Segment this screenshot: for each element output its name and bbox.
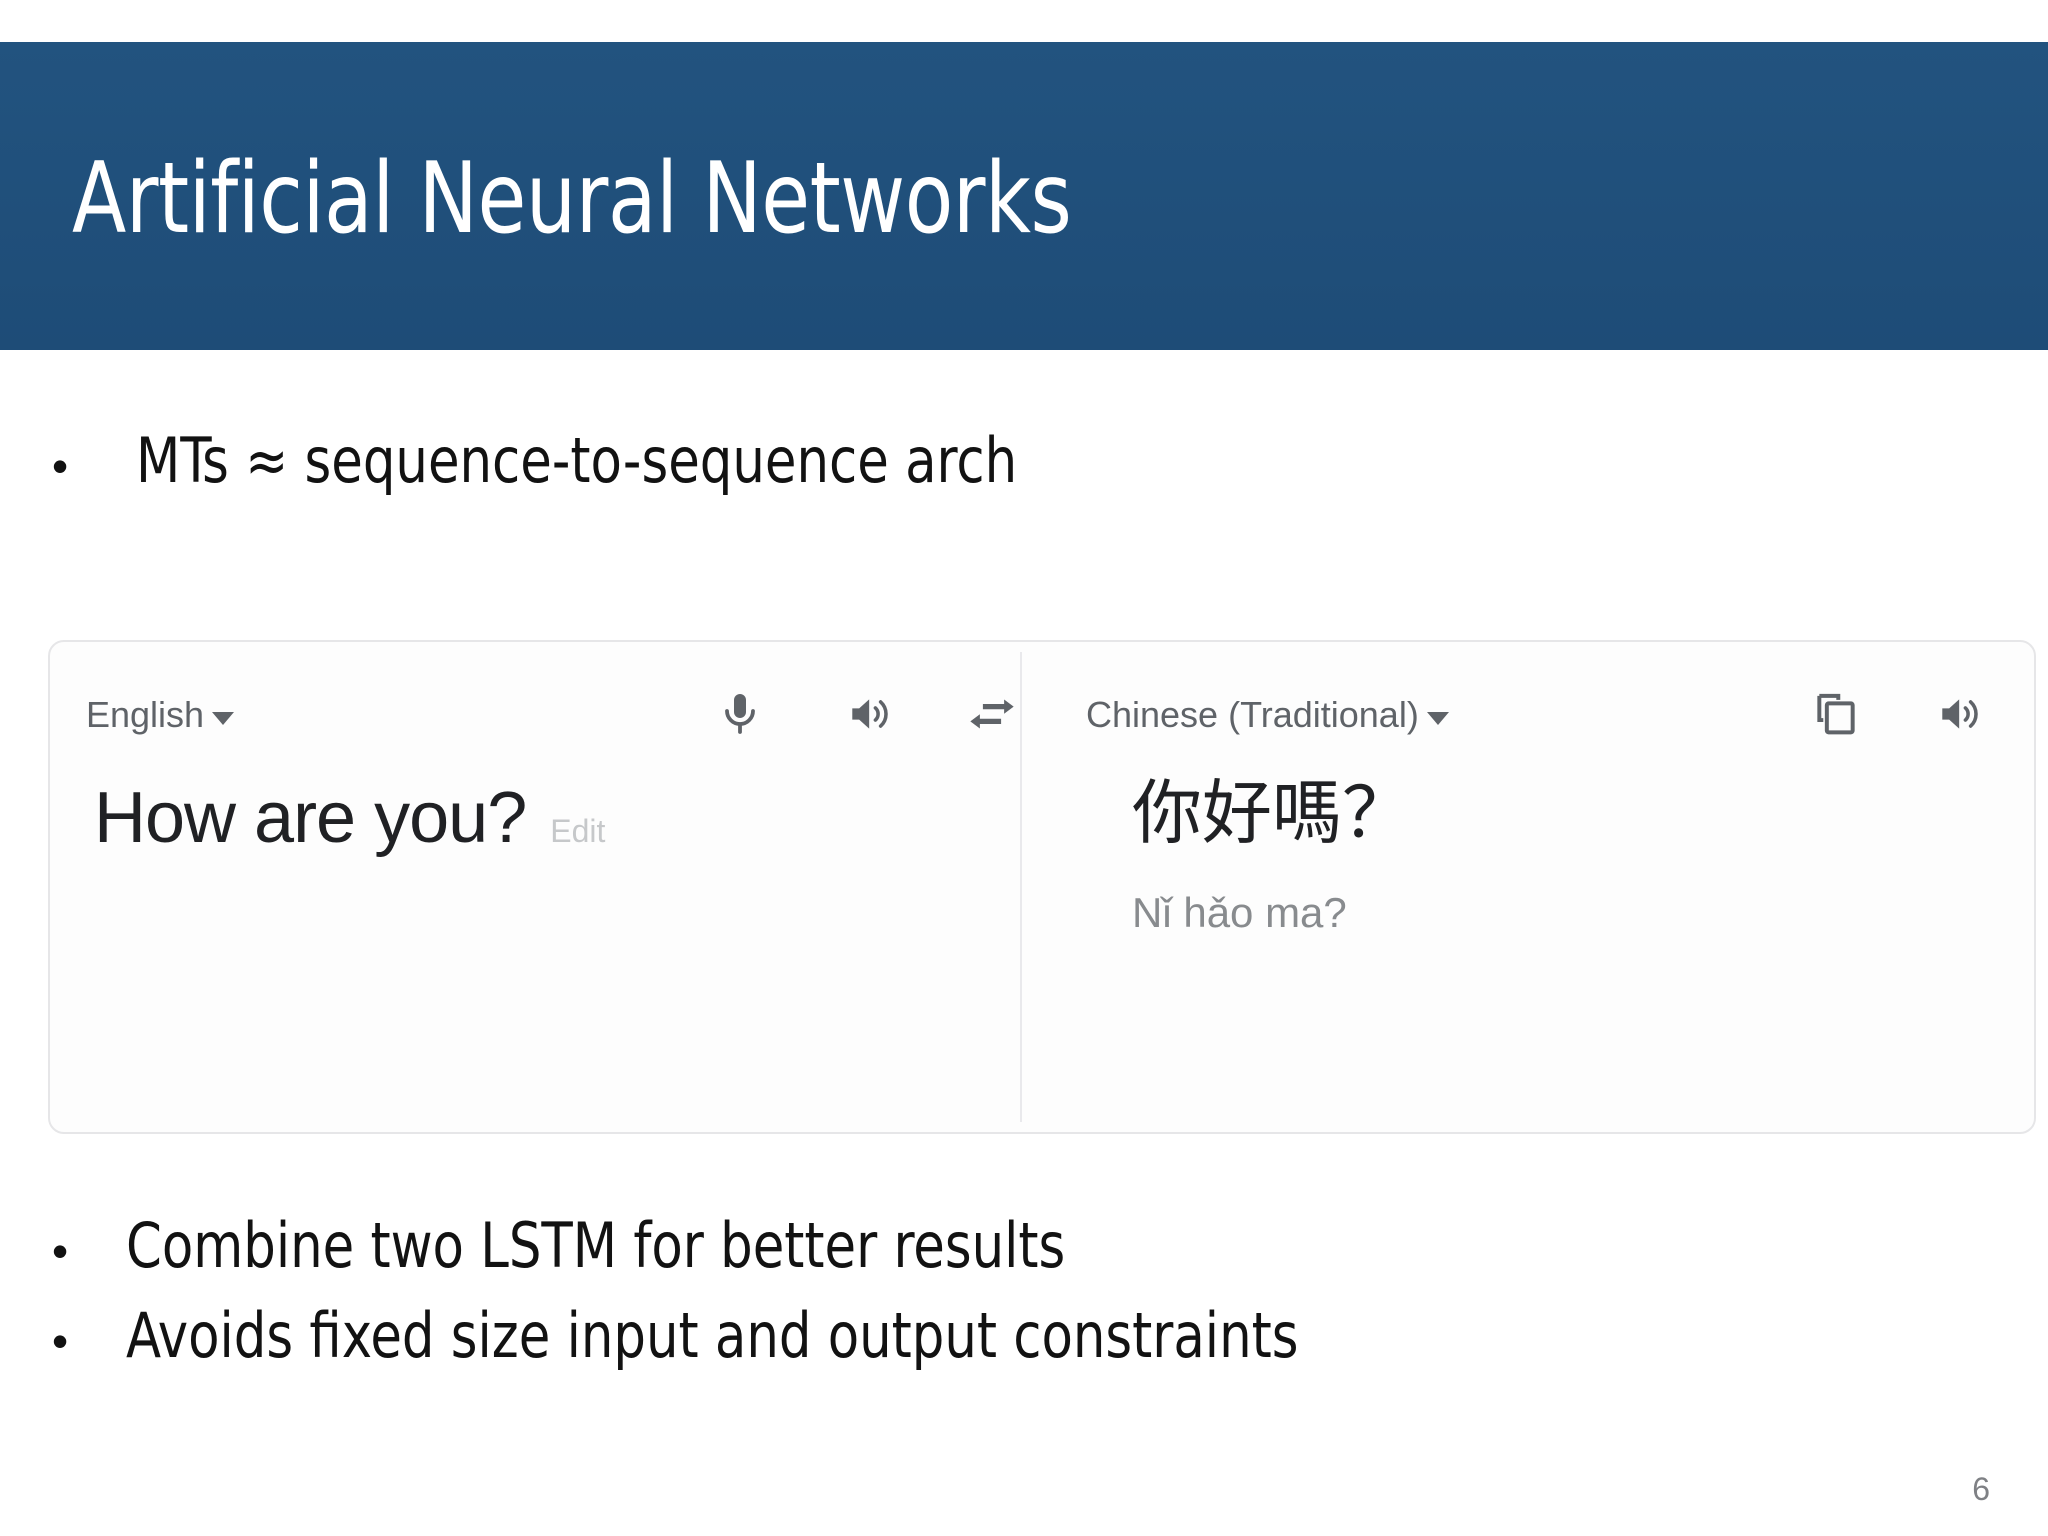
speaker-icon[interactable]	[840, 684, 900, 744]
translate-source-pane: English	[50, 642, 1022, 1132]
bullet-marker-icon: •	[52, 440, 69, 492]
chevron-down-icon	[212, 711, 235, 725]
slide-number: 6	[1972, 1471, 1990, 1507]
chevron-down-icon	[1426, 711, 1449, 725]
bullet-item-avoids-fixed-size: • Avoids fixed size input and output con…	[52, 1305, 1400, 1367]
source-language-label: English	[86, 694, 205, 735]
translate-target-toolbar: Chinese (Traditional)	[1024, 678, 2038, 748]
swap-languages-icon[interactable]	[962, 684, 1022, 744]
translate-target-pane: Chinese (Traditional)	[1024, 642, 2038, 1132]
translate-pane-divider	[1020, 652, 1022, 1122]
slide-title-banner: Artificial Neural Networks	[0, 42, 2048, 350]
edit-link[interactable]: Edit	[550, 813, 606, 849]
bullet-text: MTs ≈ sequence-to-sequence arch	[136, 424, 1018, 497]
source-language-selector[interactable]: English	[86, 694, 235, 736]
target-language-label: Chinese (Traditional)	[1086, 694, 1419, 735]
bullet-item-mts: • MTs ≈ sequence-to-sequence arch	[52, 430, 1094, 492]
target-pronunciation: Nǐ hǎo ma?	[1132, 889, 1347, 936]
translate-source-toolbar: English	[50, 678, 1022, 748]
bullet-text: Combine two LSTM for better results	[126, 1209, 1066, 1282]
bullet-marker-icon: •	[52, 1315, 69, 1367]
bullet-text: Avoids fixed size input and output const…	[126, 1299, 1299, 1372]
microphone-icon[interactable]	[710, 684, 770, 744]
bullet-marker-icon: •	[52, 1225, 69, 1277]
source-text-row[interactable]: How are you? Edit	[94, 782, 605, 854]
speaker-icon[interactable]	[1930, 684, 1990, 744]
page-title: Artificial Neural Networks	[72, 142, 1072, 256]
target-language-selector[interactable]: Chinese (Traditional)	[1086, 694, 1449, 736]
google-translate-panel: English	[48, 640, 2036, 1134]
source-text: How are you?	[94, 778, 527, 858]
copy-icon[interactable]	[1806, 684, 1866, 744]
target-text: 你好嗎？	[1132, 772, 1412, 854]
bullet-item-combine-lstm: • Combine two LSTM for better results	[52, 1215, 1147, 1277]
